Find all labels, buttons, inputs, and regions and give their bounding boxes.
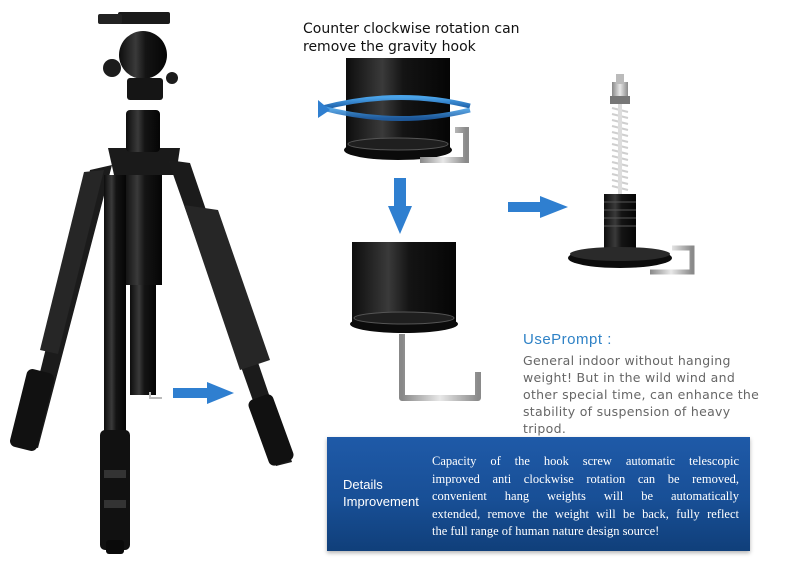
hook-screw-part — [568, 74, 695, 275]
hook-cylinder-top — [344, 58, 469, 163]
arrow-down-icon — [388, 178, 412, 234]
arrow-right-icon — [173, 382, 234, 404]
details-line: Capacity of the hook screw automatic tel… — [432, 454, 739, 468]
caption-line-2: remove the gravity hook — [303, 39, 476, 55]
details-description: Capacity of the hook screw automatic tel… — [432, 453, 739, 541]
use-prompt-line: other special time, can enhance the — [523, 387, 760, 402]
use-prompt-body: General indoor without hanging weight! B… — [523, 352, 773, 437]
details-line: extended, remove the weight will be back… — [432, 506, 739, 521]
caption-line-1: Counter clockwise rotation can — [303, 21, 520, 37]
details-label-line-2: Improvement — [343, 494, 419, 509]
hook-cylinder-bottom — [350, 242, 481, 401]
use-prompt-line: weight! But in the wild wind and — [523, 370, 736, 385]
use-prompt-line: tripod. — [523, 421, 567, 436]
use-prompt-title: UsePrompt : — [523, 331, 612, 348]
arrow-right-icon — [508, 196, 568, 218]
details-label-line-1: Details — [343, 477, 383, 492]
details-panel — [327, 437, 750, 551]
details-line: convenient hang weights will be automati… — [432, 489, 739, 503]
rotation-caption: Counter clockwise rotation can remove th… — [303, 20, 543, 56]
details-line: improved anti clockwise rotation can be … — [432, 471, 739, 486]
rotate-ccw-icon — [318, 94, 471, 122]
details-label: Details Improvement — [343, 476, 419, 510]
details-line: the full range of human nature design so… — [432, 524, 660, 538]
use-prompt-line: General indoor without hanging — [523, 353, 731, 368]
tripod-image — [10, 12, 294, 554]
use-prompt-line: stability of suspension of heavy — [523, 404, 731, 419]
